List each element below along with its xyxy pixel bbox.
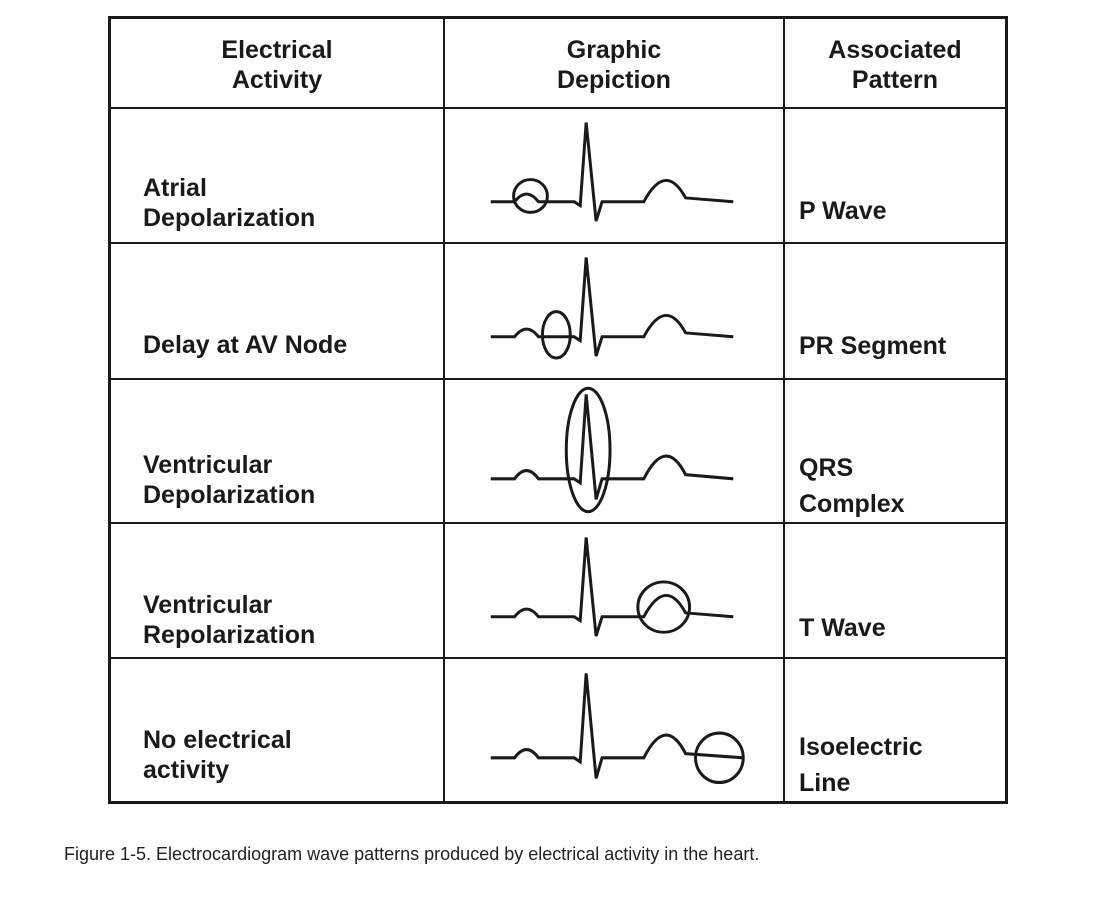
row-3-graphic — [445, 379, 785, 524]
row-5-graphic — [445, 658, 785, 801]
row-5-activity: No electrical activity — [111, 658, 445, 801]
ecg-table: Electrical Activity Graphic Depiction As… — [108, 16, 1008, 804]
row-4-activity: Ventricular Repolarization — [111, 523, 445, 659]
row-2-pattern: PR Segment — [785, 244, 1005, 380]
row-4-graphic — [445, 523, 785, 659]
figure-caption: Figure 1-5. Electrocardiogram wave patte… — [64, 844, 760, 864]
row-2-graphic — [445, 244, 785, 380]
row-2-activity: Delay at AV Node — [111, 244, 445, 380]
p-wave-highlight-circle — [512, 178, 549, 214]
t-wave-highlight-circle — [636, 580, 692, 634]
row-1-pattern: P Wave — [785, 109, 1005, 245]
ecg-trace — [490, 393, 734, 500]
qrs-complex-highlight-ellipse — [564, 386, 612, 513]
header-associated-pattern: Associated Pattern — [785, 19, 1005, 109]
row-3-pattern: QRS Complex — [785, 380, 1005, 524]
pattern-label: T Wave — [799, 613, 886, 642]
ecg-trace — [490, 673, 744, 779]
header-graphic-depiction: Graphic Depiction — [445, 19, 785, 109]
pattern-label: P Wave — [799, 197, 887, 225]
row-3-activity: Ventricular Depolarization — [111, 379, 445, 524]
pattern-label: QRS Complex — [799, 453, 905, 518]
ecg-trace — [490, 257, 734, 357]
activity-label: No electrical activity — [143, 725, 292, 784]
activity-label: Ventricular Repolarization — [143, 590, 316, 649]
ecg-trace — [490, 537, 734, 637]
row-4-pattern: T Wave — [785, 524, 1005, 659]
ecg-waveform-t-wave — [490, 537, 734, 637]
activity-label: Atrial Depolarization — [143, 174, 316, 232]
pattern-label: PR Segment — [799, 332, 947, 361]
pr-segment-highlight-ellipse — [540, 310, 572, 360]
row-5-pattern: Isoelectric Line — [785, 659, 1005, 801]
ecg-trace — [490, 122, 734, 222]
activity-label: Delay at AV Node — [143, 331, 348, 360]
ecg-waveform-isoelectric-line — [490, 673, 745, 785]
row-1-graphic — [445, 109, 785, 245]
ecg-waveform-pr-segment — [490, 257, 734, 360]
header-electrical-activity: Electrical Activity — [111, 19, 445, 109]
isoelectric-line-highlight-circle — [694, 731, 745, 785]
ecg-waveform-qrs-complex — [490, 386, 734, 513]
ecg-waveform-p-wave — [490, 122, 734, 222]
activity-label: Ventricular Depolarization — [143, 450, 316, 509]
row-1-activity: Atrial Depolarization — [111, 109, 445, 245]
pattern-label: Isoelectric Line — [799, 732, 923, 797]
